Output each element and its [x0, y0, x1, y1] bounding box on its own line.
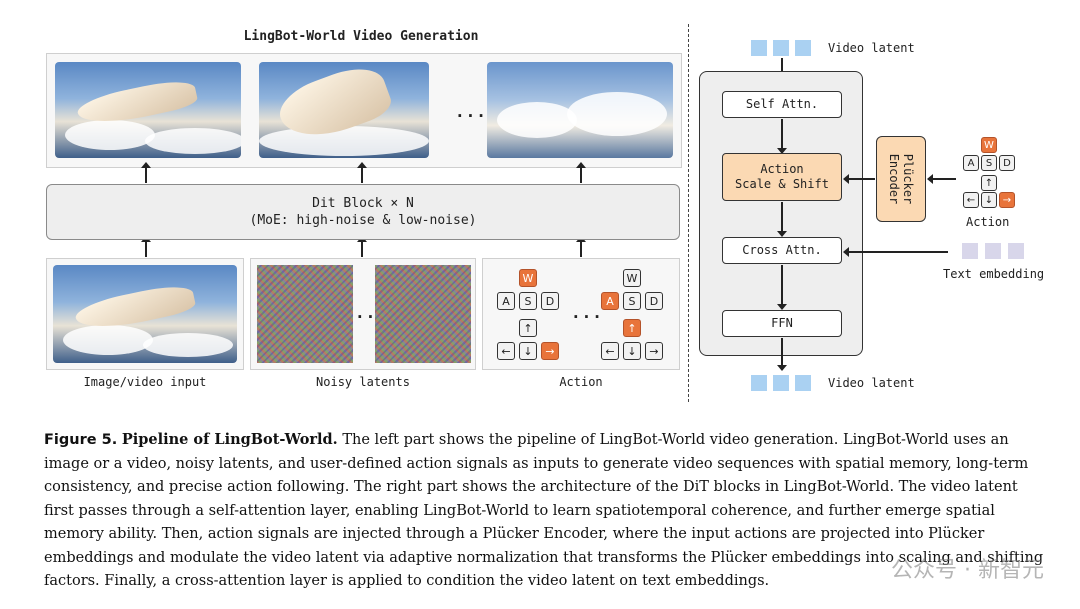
dit-block: Dit Block × N (MoE: high-noise & low-noi… [46, 184, 680, 240]
generated-video-panel: ... [46, 53, 682, 168]
key-down-arrow: ↓ [623, 342, 641, 360]
key-s: S [981, 155, 997, 171]
video-latent-bottom-label: Video latent [828, 376, 915, 390]
key-down-arrow: ↓ [981, 192, 997, 208]
arrow-text-to-crossattn [843, 247, 948, 257]
arrow-dit-to-output-2 [357, 162, 367, 183]
noise-frame-1 [257, 265, 353, 363]
action-input-label: Action [559, 375, 603, 389]
image-input-panel [46, 258, 244, 370]
dit-block-subtitle: (MoE: high-noise & low-noise) [249, 213, 477, 228]
video-latent-top-label: Video latent [828, 41, 915, 55]
figure-title: LingBot-World Video Generation [243, 29, 479, 44]
video-latent-token [773, 40, 789, 56]
dit-block-title: Dit Block × N [312, 196, 414, 211]
action-right-label: Action [966, 215, 1010, 229]
arrow-action-to-plucker [927, 174, 956, 184]
action-ellipsis: ... [571, 303, 603, 322]
caption-figure-number: Figure 5. [44, 432, 118, 448]
key-up-arrow: ↑ [981, 175, 997, 191]
key-a: A [963, 155, 979, 171]
key-d: D [541, 292, 559, 310]
arrow-noise-to-dit [357, 236, 367, 257]
caption-body: The left part shows the pipeline of Ling… [44, 432, 1044, 589]
text-embedding-token [985, 243, 1001, 259]
key-d: D [645, 292, 663, 310]
key-d: D [999, 155, 1015, 171]
image-input-label: Image/video input [83, 375, 207, 389]
text-embedding-token [962, 243, 978, 259]
key-up-arrow: ↑ [623, 319, 641, 337]
plucker-encoder-block: Plücker Encoder [876, 136, 926, 222]
arrow-image-to-dit [141, 236, 151, 257]
action-block-line1: Action [760, 162, 804, 176]
noisy-latents-panel: ... [250, 258, 476, 370]
arrow-action-to-dit [576, 236, 586, 257]
key-left-arrow: ← [601, 342, 619, 360]
video-latent-token [751, 375, 767, 391]
key-left-arrow: ← [497, 342, 515, 360]
video-latent-token [795, 375, 811, 391]
text-embedding-token [1008, 243, 1024, 259]
key-left-arrow: ← [963, 192, 979, 208]
noise-frame-2 [375, 265, 471, 363]
generated-frame-1 [55, 62, 241, 158]
key-w: W [623, 269, 641, 287]
arrow-dit-to-output-3 [576, 162, 586, 183]
key-right-arrow: → [541, 342, 559, 360]
generated-frame-2 [259, 62, 429, 158]
key-a: A [601, 292, 619, 310]
arrow-ffn-to-latent [777, 338, 787, 371]
arrow-action-to-crossattn [777, 202, 787, 237]
generated-ellipsis: ... [455, 102, 487, 121]
ffn-block: FFN [722, 310, 842, 337]
key-s: S [623, 292, 641, 310]
key-w: W [519, 269, 537, 287]
video-latent-token [773, 375, 789, 391]
plucker-encoder-label: Plücker Encoder [887, 153, 915, 205]
key-w: W [981, 137, 997, 153]
key-right-arrow: → [645, 342, 663, 360]
video-latent-token [795, 40, 811, 56]
generated-frame-3 [487, 62, 673, 158]
figure-caption: Figure 5. Pipeline of LingBot-World. The… [44, 428, 1048, 594]
arrow-crossattn-to-ffn [777, 265, 787, 310]
key-up-arrow: ↑ [519, 319, 537, 337]
cross-attn-block: Cross Attn. [722, 237, 842, 264]
key-s: S [519, 292, 537, 310]
input-image [53, 265, 237, 363]
noisy-latents-label: Noisy latents [316, 375, 410, 389]
arrow-dit-to-output-1 [141, 162, 151, 183]
caption-title: Pipeline of LingBot-World. [121, 431, 338, 448]
key-right-arrow: → [999, 192, 1015, 208]
arrow-selfattn-to-action [777, 119, 787, 154]
action-scale-shift-block: Action Scale & Shift [722, 153, 842, 201]
watermark: 公众号 · 新智元 [891, 558, 1044, 583]
text-embedding-label: Text embedding [943, 267, 1045, 281]
action-input-panel: W A S D ↑ ← ↓ → ... W A S D ↑ ← ↓ → [482, 258, 680, 370]
key-a: A [497, 292, 515, 310]
key-down-arrow: ↓ [519, 342, 537, 360]
arrow-plucker-to-action [843, 174, 875, 184]
video-latent-token [751, 40, 767, 56]
section-divider [688, 24, 689, 402]
self-attn-block: Self Attn. [722, 91, 842, 118]
action-block-line2: Scale & Shift [735, 177, 829, 191]
